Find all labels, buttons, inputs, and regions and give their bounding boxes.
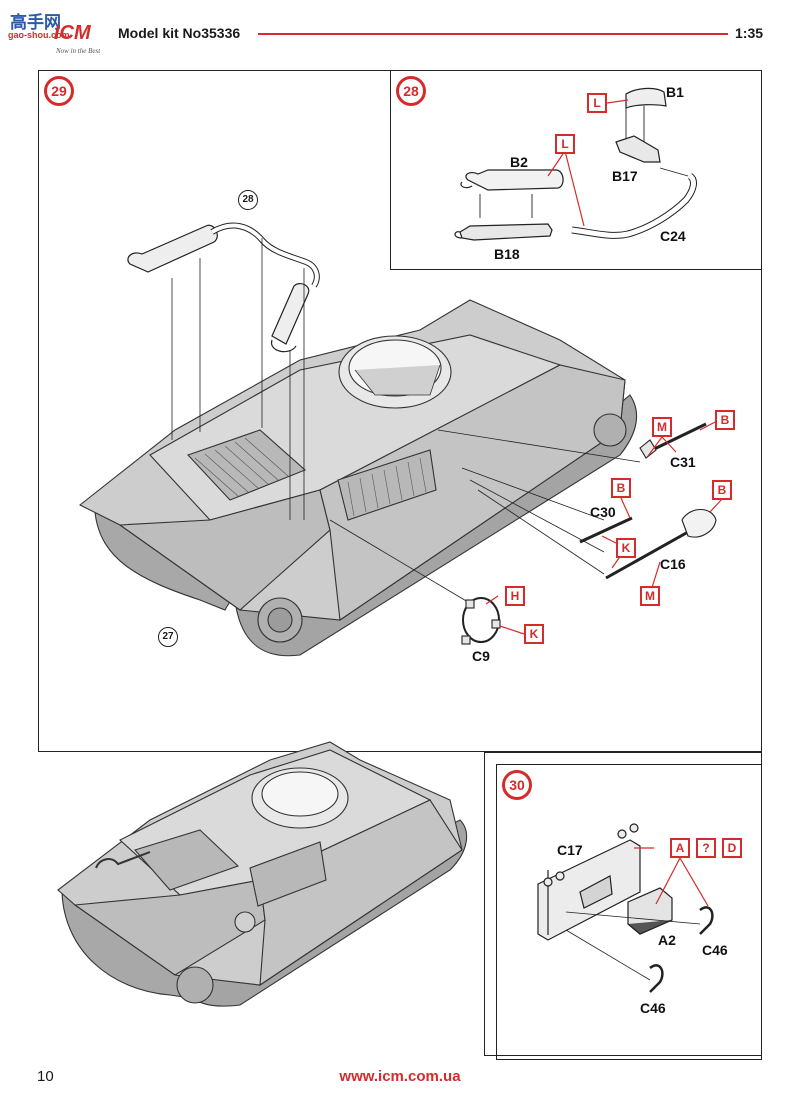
step-29-ref-27: 27: [158, 627, 178, 647]
step-29-ref-28: 28: [238, 190, 258, 210]
step-28-frame: [390, 70, 762, 270]
step-28-number: 28: [396, 76, 426, 106]
part-c31-label: C31: [670, 454, 696, 470]
model-kit-title: Model kit No35336: [118, 25, 241, 41]
tag-k-c30: K: [616, 538, 636, 558]
step-29-exhaust: [127, 222, 320, 353]
tag-l-b2: L: [555, 134, 575, 154]
step-29-guide-lines: [171, 238, 641, 603]
part-c16-label: C16: [660, 556, 686, 572]
tag-b-c31: B: [715, 410, 735, 430]
tag-a: A: [670, 838, 690, 858]
step-29-grille-lines: [194, 437, 427, 517]
part-b1-label: B1: [666, 84, 684, 100]
step-28-drawing: [454, 87, 697, 241]
header-divider: [258, 33, 728, 35]
tag-m-c16: M: [640, 586, 660, 606]
part-c46-label-bottom: C46: [640, 1000, 666, 1016]
tag-h-c9: H: [505, 586, 525, 606]
tag-k-c9: K: [524, 624, 544, 644]
website-link[interactable]: www.icm.com.ua: [339, 1068, 461, 1085]
step-29-vehicle: [78, 299, 638, 657]
logo: 高手网 ICM gao-shou.com Now in the Best: [8, 4, 108, 62]
part-c9-label: C9: [472, 648, 490, 664]
scale-label: 1:35: [735, 25, 764, 41]
step-30-tag-connectors: [634, 847, 709, 907]
part-c46-label-right: C46: [702, 942, 728, 958]
tag-question: ?: [696, 838, 716, 858]
part-c30-label: C30: [590, 504, 616, 520]
finished-vehicle: [57, 741, 468, 1007]
step-29-parts: [461, 422, 717, 645]
part-b17-label: B17: [612, 168, 638, 184]
part-b18-label: B18: [494, 246, 520, 262]
logo-chinese-text: 高手网: [10, 13, 61, 33]
part-c17-label: C17: [557, 842, 583, 858]
tag-b-c30: B: [611, 478, 631, 498]
tag-m-c31: M: [652, 417, 672, 437]
page-number: 10: [37, 1068, 54, 1085]
part-a2-label: A2: [658, 932, 676, 948]
step-30-number: 30: [502, 770, 532, 800]
part-c24-label: C24: [660, 228, 686, 244]
step-30-drawing: [537, 823, 714, 993]
part-b2-label: B2: [510, 154, 528, 170]
step-30-frame: [496, 764, 762, 1060]
step-29-number: 29: [44, 76, 74, 106]
logo-brand: ICM: [54, 22, 91, 44]
tag-l-b1: L: [587, 93, 607, 113]
logo-site: gao-shou.com: [8, 30, 70, 40]
tag-d: D: [722, 838, 742, 858]
tag-b-c16: B: [712, 480, 732, 500]
logo-tagline: Now in the Best: [56, 47, 101, 55]
